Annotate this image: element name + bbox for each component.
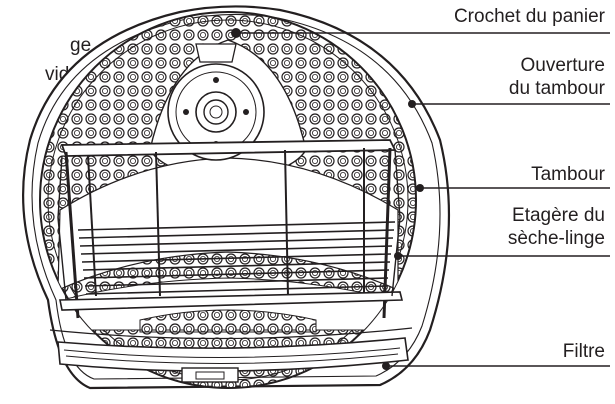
label-drum: Tambour [531,164,605,185]
label-dryer-shelf: Etagère du sèche-linge [507,205,605,249]
drum-hub [167,28,265,161]
label-drum-opening: Ouverture du tambour [508,55,605,99]
drying-shelf [57,139,404,319]
label-filter: Filtre [562,341,605,362]
label-basket-hook: Crochet du panier [453,6,605,27]
lint-filter [49,327,413,383]
leader-lines [232,29,610,370]
